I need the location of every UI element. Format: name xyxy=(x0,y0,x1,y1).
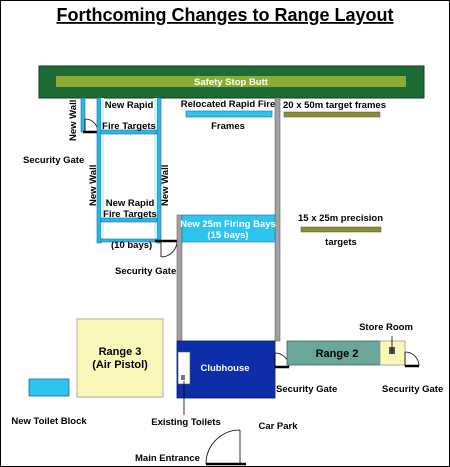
rapid-fire-top-label-2: Fire Targets xyxy=(102,121,156,132)
gate-top-swing xyxy=(84,118,99,133)
precision-targets-label-2: targets xyxy=(325,237,357,248)
car-park-label: Car Park xyxy=(258,421,298,432)
safety-stop-butt-label: Safety Stop Butt xyxy=(194,77,269,88)
left-new-wall xyxy=(80,97,86,133)
security-gate-clubhouse-label: Security Gate xyxy=(276,384,337,395)
rapid-fire-enclosure xyxy=(96,97,162,244)
rapid-fire-target-bar xyxy=(100,217,158,223)
new-wall-right-label: New Wall xyxy=(160,165,171,206)
rapid-fire-divider xyxy=(100,129,158,135)
grey-wall-left xyxy=(176,214,183,342)
rapid-fire-top-label-1: New Rapid xyxy=(105,100,154,111)
clubhouse-building xyxy=(176,340,276,399)
security-gate-right-label: Security Gate xyxy=(382,384,443,395)
ten-bays-label: (10 bays) xyxy=(111,240,152,251)
rapid-fire-wall-left-inner xyxy=(101,98,104,240)
firing-bays-label-1: New 25m Firing Bays xyxy=(180,219,276,230)
security-gate-mid-label: Security Gate xyxy=(115,266,176,277)
range-3-label-2: (Air Pistol) xyxy=(92,359,148,371)
range-3: Range 3 (Air Pistol) xyxy=(76,318,164,398)
main-entrance-swing xyxy=(205,429,241,465)
main-entrance xyxy=(205,429,246,466)
store-room xyxy=(379,336,406,366)
page-title: Forthcoming Changes to Range Layout xyxy=(56,5,393,25)
range-2-area xyxy=(286,340,381,366)
clubhouse-label: Clubhouse xyxy=(200,363,249,374)
store-room-label: Store Room xyxy=(359,322,413,333)
range-2-label: Range 2 xyxy=(316,348,359,360)
new-wall-mid-label: New Wall xyxy=(88,165,99,206)
existing-toilets-label: Existing Toilets xyxy=(151,417,221,428)
precision-targets xyxy=(300,226,382,233)
clubhouse: Clubhouse xyxy=(176,340,276,399)
existing-toilets-fixture xyxy=(181,375,185,380)
rapid-fire-wall-right-inner xyxy=(154,98,157,240)
firing-bays-25m: New 25m Firing Bays (15 bays) xyxy=(180,214,276,243)
security-gate-right xyxy=(404,351,420,368)
range-3-area xyxy=(76,318,164,398)
rapid-fire-mid-label-1: New Rapid xyxy=(106,198,155,209)
firing-bays-box xyxy=(181,214,276,243)
security-gate-top xyxy=(83,118,99,134)
new-toilet-block xyxy=(28,378,70,397)
rapid-fire-mid-label-2: Fire Targets xyxy=(103,209,157,220)
firing-bays-label-2: (15 bays) xyxy=(207,230,248,241)
precision-targets-label-1: 15 x 25m precision xyxy=(298,213,383,224)
new-wall-left-label: New Wall xyxy=(68,100,79,141)
safety-stop-butt: Safety Stop Butt xyxy=(38,65,425,99)
relocated-rapid-fire-label-2: Frames xyxy=(211,121,245,132)
main-entrance-label: Main Entrance xyxy=(135,453,200,464)
relocated-rapid-fire-frames xyxy=(185,110,273,118)
range-3-label-1: Range 3 xyxy=(99,346,142,358)
new-toilet-block-label: New Toilet Block xyxy=(11,416,87,427)
relocated-rapid-fire-label-1: Relocated Rapid Fire xyxy=(181,99,276,110)
range-2: Range 2 xyxy=(286,340,381,366)
safety-stop-butt-inner xyxy=(56,76,406,87)
target-frames-20x50-label: 20 x 50m target frames xyxy=(283,100,386,111)
target-frames-20x50 xyxy=(283,111,381,118)
gate-mid-swing xyxy=(160,240,178,258)
gate-right-swing xyxy=(404,351,420,367)
security-gate-top-label: Security Gate xyxy=(23,155,84,166)
security-gate-mid xyxy=(155,239,179,258)
